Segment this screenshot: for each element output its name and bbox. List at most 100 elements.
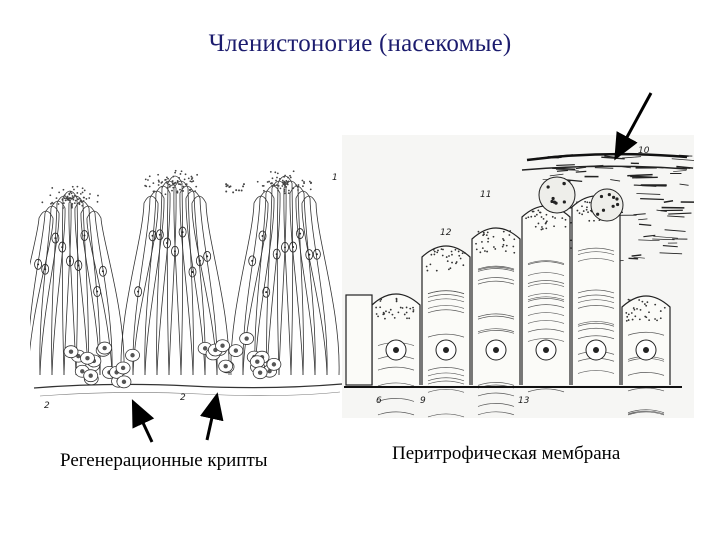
secretion-granule [62,207,64,209]
secretion-granule [76,196,78,198]
cytoplasm-granule [648,319,650,321]
cytoplasm-granule [437,250,439,252]
cytoplasm-granule [479,251,481,253]
secretion-granule [184,178,186,180]
cytoplasm-granule [632,319,634,321]
cytoplasm-granule [565,219,567,221]
cytoplasm-granule [586,209,588,211]
nucleolus [543,347,549,353]
cytoplasm-granule [664,307,666,309]
vesicle-granule [551,197,554,200]
cytoplasm-granule [400,307,402,309]
secretion-granule [172,180,174,182]
secretion-granule [282,180,284,182]
cytoplasm-granule [554,217,556,219]
secretion-granule [82,192,84,194]
secretion-granule [77,198,79,200]
secretion-granule [168,184,170,186]
cytoplasm-granule [537,210,539,212]
secretion-granule [149,186,151,188]
cytoplasm-granule [581,205,583,207]
secretion-granule [288,190,290,192]
cytoplasm-granule [576,201,578,203]
secretion-granule [177,190,179,192]
cytoplasm-granule [648,311,650,313]
secretion-granule [78,202,80,204]
cytoplasm-granule [460,258,462,260]
secretion-granule [165,193,167,195]
secretion-granule [152,182,154,184]
cytoplasm-granule [484,250,486,252]
cytoplasm-granule [487,232,489,234]
cytoplasm-granule [631,312,633,314]
cytoplasm-granule [586,201,588,203]
secretion-granule [76,192,78,194]
secretion-granule [144,185,146,187]
secretion-granule [77,186,79,188]
secretion-granule [71,203,73,205]
epithelial-cell [346,295,372,385]
secretion-granule [273,184,275,186]
left-epithelium-illustration: 1 2 2 [30,150,348,420]
cytoplasm-granule [641,301,643,303]
cytoplasm-granule [379,306,381,308]
cytoplasm-granule [505,250,507,252]
secretion-granule [270,182,272,184]
cytoplasm-granule [660,317,662,319]
vesicle-granule [608,193,611,196]
secretion-granule [282,181,284,183]
cytoplasm-granule [456,261,458,263]
crypt-cell-nucleus [69,349,73,353]
secretion-granule [58,203,60,205]
membrane-fiber [632,177,658,178]
cytoplasm-granule [579,212,581,214]
secretion-granule [63,202,65,204]
nucleolus [643,347,649,353]
secretion-granule [185,173,187,175]
cytoplasm-granule [502,246,504,248]
secretion-granule [302,185,304,187]
cytoplasm-granule [513,238,515,240]
cytoplasm-granule [513,252,515,254]
secretion-granule [241,190,243,192]
membrane-fiber [629,258,639,259]
cytoplasm-granule [392,314,394,316]
figure-label: 1 [332,173,338,183]
cytoplasm-granule [561,217,563,219]
secretion-granule [72,186,74,188]
cytoplasm-granule [482,247,484,249]
secretion-granule [189,180,191,182]
secretion-granule [161,186,163,188]
cytoplasm-granule [509,230,511,232]
secretion-granule [194,190,196,192]
secretion-granule [225,190,227,192]
cytoplasm-granule [538,223,540,225]
crypt-cell-nucleus [258,370,262,374]
cytoplasm-granule [464,252,466,254]
secretion-granule [225,185,227,187]
cytoplasm-granule [584,201,586,203]
cytoplasm-granule [375,307,377,309]
vesicle-granule [596,213,599,216]
secretion-granule [175,170,177,172]
cytoplasm-granule [430,254,432,256]
cytoplasm-granule [426,266,428,268]
cytoplasm-granule [394,317,396,319]
secretion-granule [235,189,237,191]
secretion-granule [68,198,70,200]
nucleolus [316,253,318,255]
cytoplasm-granule [385,310,387,312]
vesicle-granule [562,182,565,185]
secretion-granule [285,186,287,188]
cytoplasm-granule [441,248,443,250]
cytoplasm-granule [542,228,544,230]
cytoplasm-granule [481,241,483,243]
vesicle-granule [547,185,550,188]
vesicle-granule [612,205,615,208]
cytoplasm-granule [458,255,460,257]
secretion-granule [68,193,70,195]
secretion-granule [56,197,58,199]
nucleolus [493,347,499,353]
cytoplasm-granule [483,232,485,234]
